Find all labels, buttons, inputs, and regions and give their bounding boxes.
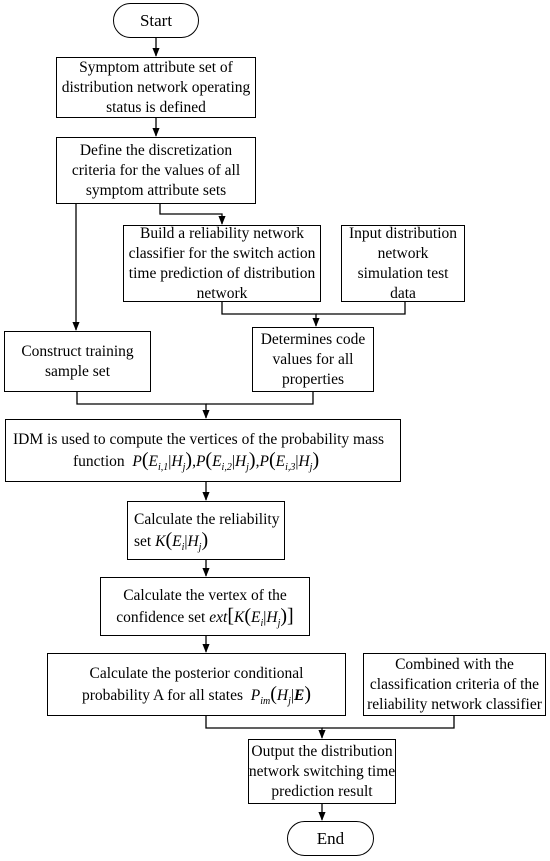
arrow-input-to-codes xyxy=(316,302,406,315)
build-classifier-step: Build a reliability network classifier f… xyxy=(123,225,321,302)
posterior-formula: Pim(Hj|E) xyxy=(246,682,311,707)
start-label: Start xyxy=(139,10,173,30)
reliability-set-step: Calculate the reliability set K(Ei|Hj) xyxy=(127,501,285,560)
discretization-line-1: Define the discretization xyxy=(79,141,233,159)
output-line-3: prediction result xyxy=(271,782,373,800)
build-classifier-line-1: Build a reliability network xyxy=(139,224,304,242)
build-classifier-line-2: classifier for the switch action xyxy=(128,244,316,262)
reliability-set-line-1: Calculate the reliability xyxy=(134,510,280,528)
output-result-step: Output the distribution network switchin… xyxy=(248,739,396,804)
code-values-line-1: Determines code xyxy=(260,330,366,348)
idm-line-1: IDM is used to compute the vertices of t… xyxy=(13,430,385,448)
start-terminal: Start xyxy=(113,3,199,38)
combined-line-1: Combined with the xyxy=(395,655,514,673)
code-values-line-2: values for all xyxy=(272,350,354,368)
posterior-line-1: Calculate the posterior conditional xyxy=(89,664,304,682)
discretization-line-3: symptom attribute sets xyxy=(85,181,227,199)
arrow-training-to-idm xyxy=(76,392,210,419)
posterior-step: Calculate the posterior conditional prob… xyxy=(47,653,346,716)
construct-training-step: Construct training sample set xyxy=(4,331,151,392)
arrow-codes-to-idm xyxy=(206,392,314,405)
posterior-prefix: probability A for all states xyxy=(81,686,243,704)
define-symptom-line-1: Symptom attribute set of xyxy=(79,58,233,76)
arrow-classifier-to-codes xyxy=(221,302,320,327)
confidence-vertex-prefix: confidence set xyxy=(116,608,206,626)
construct-training-line-2: sample set xyxy=(45,362,110,380)
arrow-combined-to-output xyxy=(322,716,455,729)
define-symptom-line-3: status is defined xyxy=(106,98,206,116)
build-classifier-line-3: time prediction of distribution xyxy=(128,264,316,282)
input-data-line-2: network xyxy=(377,244,429,262)
code-values-step: Determines code values for all propertie… xyxy=(252,327,374,392)
confidence-vertex-formula: ext[K(Ei|Hj)] xyxy=(209,604,294,629)
input-data-line-3: simulation test xyxy=(357,264,449,282)
confidence-vertex-line-2: confidence set ext[K(Ei|Hj)] xyxy=(116,604,294,629)
combined-line-3: reliability network classifier xyxy=(367,695,542,713)
idm-line-2: function P(Ei,1|Hj),P(Ei,2|Hj),P(Ei,3|Hj… xyxy=(13,448,320,473)
code-values-line-3: properties xyxy=(282,370,344,388)
arrow-posterior-to-output xyxy=(205,716,326,739)
posterior-line-2: probability A for all states Pim(Hj|E) xyxy=(81,682,311,707)
reliability-set-prefix: set xyxy=(134,532,152,550)
input-data-line-1: Input distribution xyxy=(348,224,458,242)
reliability-set-formula: K(Ei|Hj) xyxy=(155,528,209,553)
output-line-2: network switching time xyxy=(248,762,396,780)
input-data-step: Input distribution network simulation te… xyxy=(341,225,465,302)
output-line-1: Output the distribution xyxy=(251,742,393,760)
discretization-step: Define the discretization criteria for t… xyxy=(56,137,256,204)
end-terminal: End xyxy=(287,821,374,856)
idm-formula: P(Ei,1|Hj),P(Ei,2|Hj),P(Ei,3|Hj) xyxy=(128,448,320,473)
combined-criteria-step: Combined with the classification criteri… xyxy=(363,653,546,716)
arrow-discretization-to-classifier xyxy=(159,204,226,225)
combined-line-2: classification criteria of the xyxy=(369,675,540,693)
confidence-vertex-line-1: Calculate the vertex of the xyxy=(123,586,287,604)
build-classifier-line-4: network xyxy=(196,284,248,302)
end-label: End xyxy=(316,828,345,848)
input-data-line-4: data xyxy=(390,284,416,302)
idm-line-2-prefix: function xyxy=(73,452,125,470)
confidence-vertex-step: Calculate the vertex of the confidence s… xyxy=(100,577,310,636)
reliability-set-line-2: set K(Ei|Hj) xyxy=(134,528,209,553)
idm-step: IDM is used to compute the vertices of t… xyxy=(5,419,401,482)
define-symptom-step: Symptom attribute set of distribution ne… xyxy=(56,57,256,118)
discretization-line-2: criteria for the values of all xyxy=(71,161,241,179)
define-symptom-line-2: distribution network operating xyxy=(61,78,251,96)
construct-training-line-1: Construct training xyxy=(21,342,134,360)
